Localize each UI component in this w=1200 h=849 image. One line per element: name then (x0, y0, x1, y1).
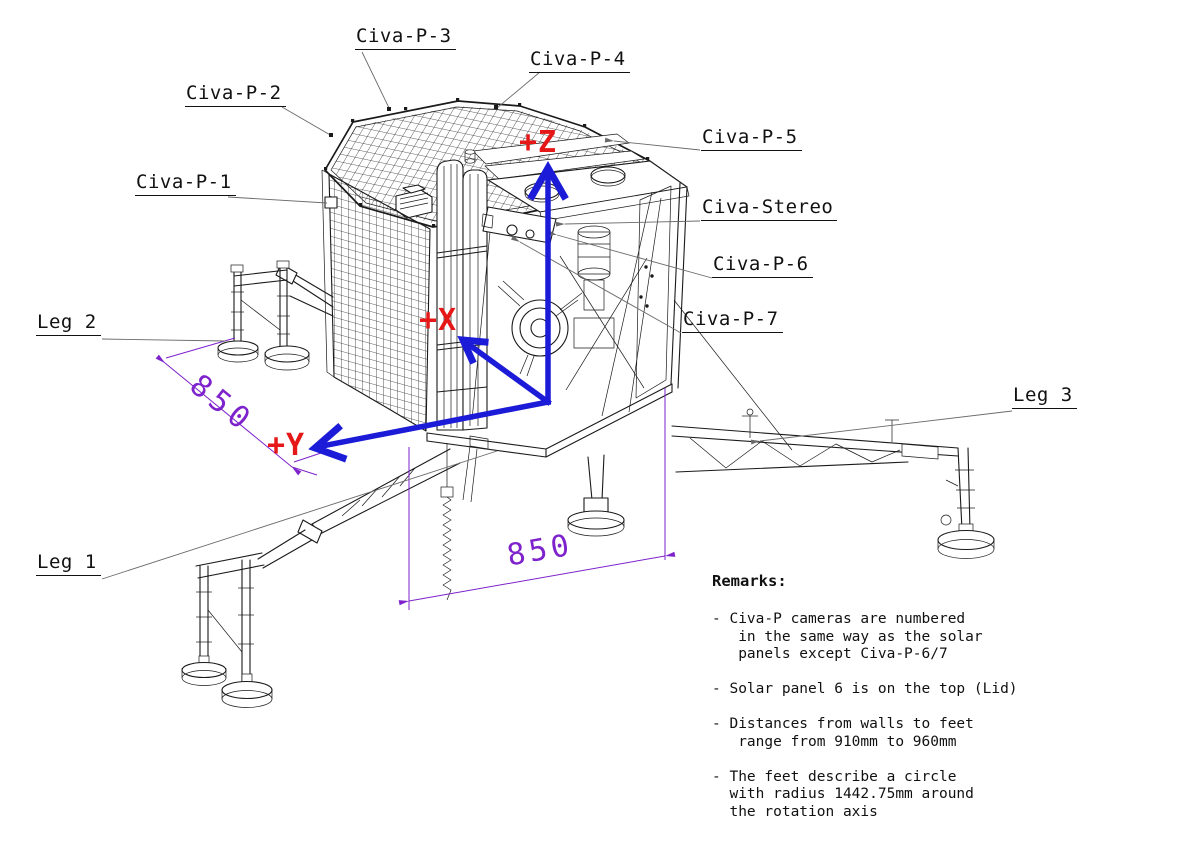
leg-2-foot-discs (217, 340, 310, 371)
right-rear-post (635, 182, 688, 399)
leg-1-assembly (181, 448, 461, 708)
lid-electronics-box (395, 184, 433, 219)
remarks-line (712, 664, 1018, 682)
label-leader-lines (101, 51, 1013, 580)
y-axis-arrow (308, 398, 552, 463)
leg-2-assembly (217, 260, 334, 371)
remarks-line (712, 751, 1018, 769)
coordinate-axes (308, 160, 569, 463)
dimension-850-bottom (398, 388, 676, 610)
label-civa-p-4: Civa-P-4 (529, 49, 630, 73)
remarks-line (712, 699, 1018, 717)
label-leg-2: Leg 2 (36, 312, 101, 336)
lander-body (321, 98, 690, 601)
remarks-block: Remarks: - Civa-P cameras are numbered i… (712, 572, 1018, 821)
remarks-line: the rotation axis (712, 803, 878, 820)
leg-1-foot-discs (181, 655, 273, 708)
civa-p1-camera-aperture (324, 196, 338, 209)
central-mast (436, 159, 488, 431)
z-axis-label: +Z (519, 125, 558, 160)
y-axis-label: +Y (267, 428, 306, 463)
remarks-line: with radius 1442.75mm around (712, 786, 974, 802)
central-foot (567, 454, 625, 537)
leg-3-foot-disc (937, 523, 995, 559)
drill-screw (440, 443, 454, 601)
z-axis-arrow (527, 160, 569, 405)
label-civa-p-3: Civa-P-3 (355, 26, 456, 50)
label-leg-3: Leg 3 (1012, 385, 1077, 409)
tank-stack (573, 225, 615, 349)
remarks-line: - Solar panel 6 is on the top (Lid) (712, 681, 1018, 697)
remarks-line: - Distances from walls to feet (712, 716, 974, 732)
x-axis-arrow (457, 335, 552, 406)
remarks-line: in the same way as the solar (712, 628, 983, 645)
label-civa-p-6: Civa-P-6 (712, 254, 813, 278)
flywheel (497, 280, 583, 377)
label-civa-p-7: Civa-P-7 (682, 309, 783, 333)
label-civa-stereo: Civa-Stereo (701, 197, 838, 221)
leg-3-assembly (671, 299, 995, 559)
remarks-line: - The feet describe a circle (712, 768, 957, 785)
remarks-line: range from 910mm to 960mm (712, 733, 957, 750)
remarks-title: Remarks: (712, 572, 787, 590)
lid-knob (464, 149, 476, 164)
base-frame (426, 383, 673, 503)
x-axis-label: +X (419, 303, 458, 338)
label-civa-p-2: Civa-P-2 (185, 83, 286, 107)
remarks-line: panels except Civa-P-6/7 (712, 646, 948, 662)
interior-equipment (471, 191, 662, 421)
label-civa-p-1: Civa-P-1 (135, 172, 236, 196)
label-civa-p-5: Civa-P-5 (701, 127, 802, 151)
label-leg-1: Leg 1 (36, 552, 101, 576)
remarks-line: - Civa-P cameras are numbered (712, 611, 966, 627)
